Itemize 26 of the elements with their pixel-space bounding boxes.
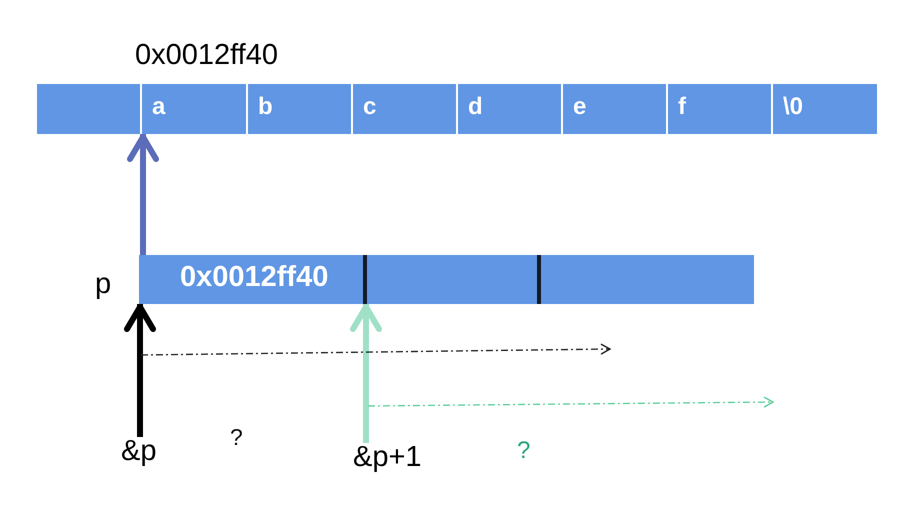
question-mark: ? [517,439,530,463]
char-label: b [258,95,273,119]
memory-cell [563,84,666,134]
address-value: 0x0012ff40 [180,263,328,292]
memory-cell [37,84,140,134]
memory-segment [363,255,537,304]
memory-cell [773,84,877,134]
char-label: c [363,95,376,119]
variable-name: p [95,270,112,299]
question-mark: ? [230,426,243,449]
arrow [127,134,159,255]
address-label: 0x0012ff40 [135,41,278,70]
char-label: a [152,95,166,119]
memory-cell [248,84,351,134]
memory-cell [458,84,561,134]
char-label: \0 [783,95,804,119]
char-label: f [678,95,686,119]
expression-label: &p+1 [353,443,422,472]
memory-cell [353,84,456,134]
char-label: d [468,95,483,119]
arrow [350,304,382,443]
memory-cell [668,84,771,134]
arrow [124,304,156,437]
expression-label: &p [121,437,156,466]
char-label: e [573,95,586,119]
memory-segment [537,255,754,304]
